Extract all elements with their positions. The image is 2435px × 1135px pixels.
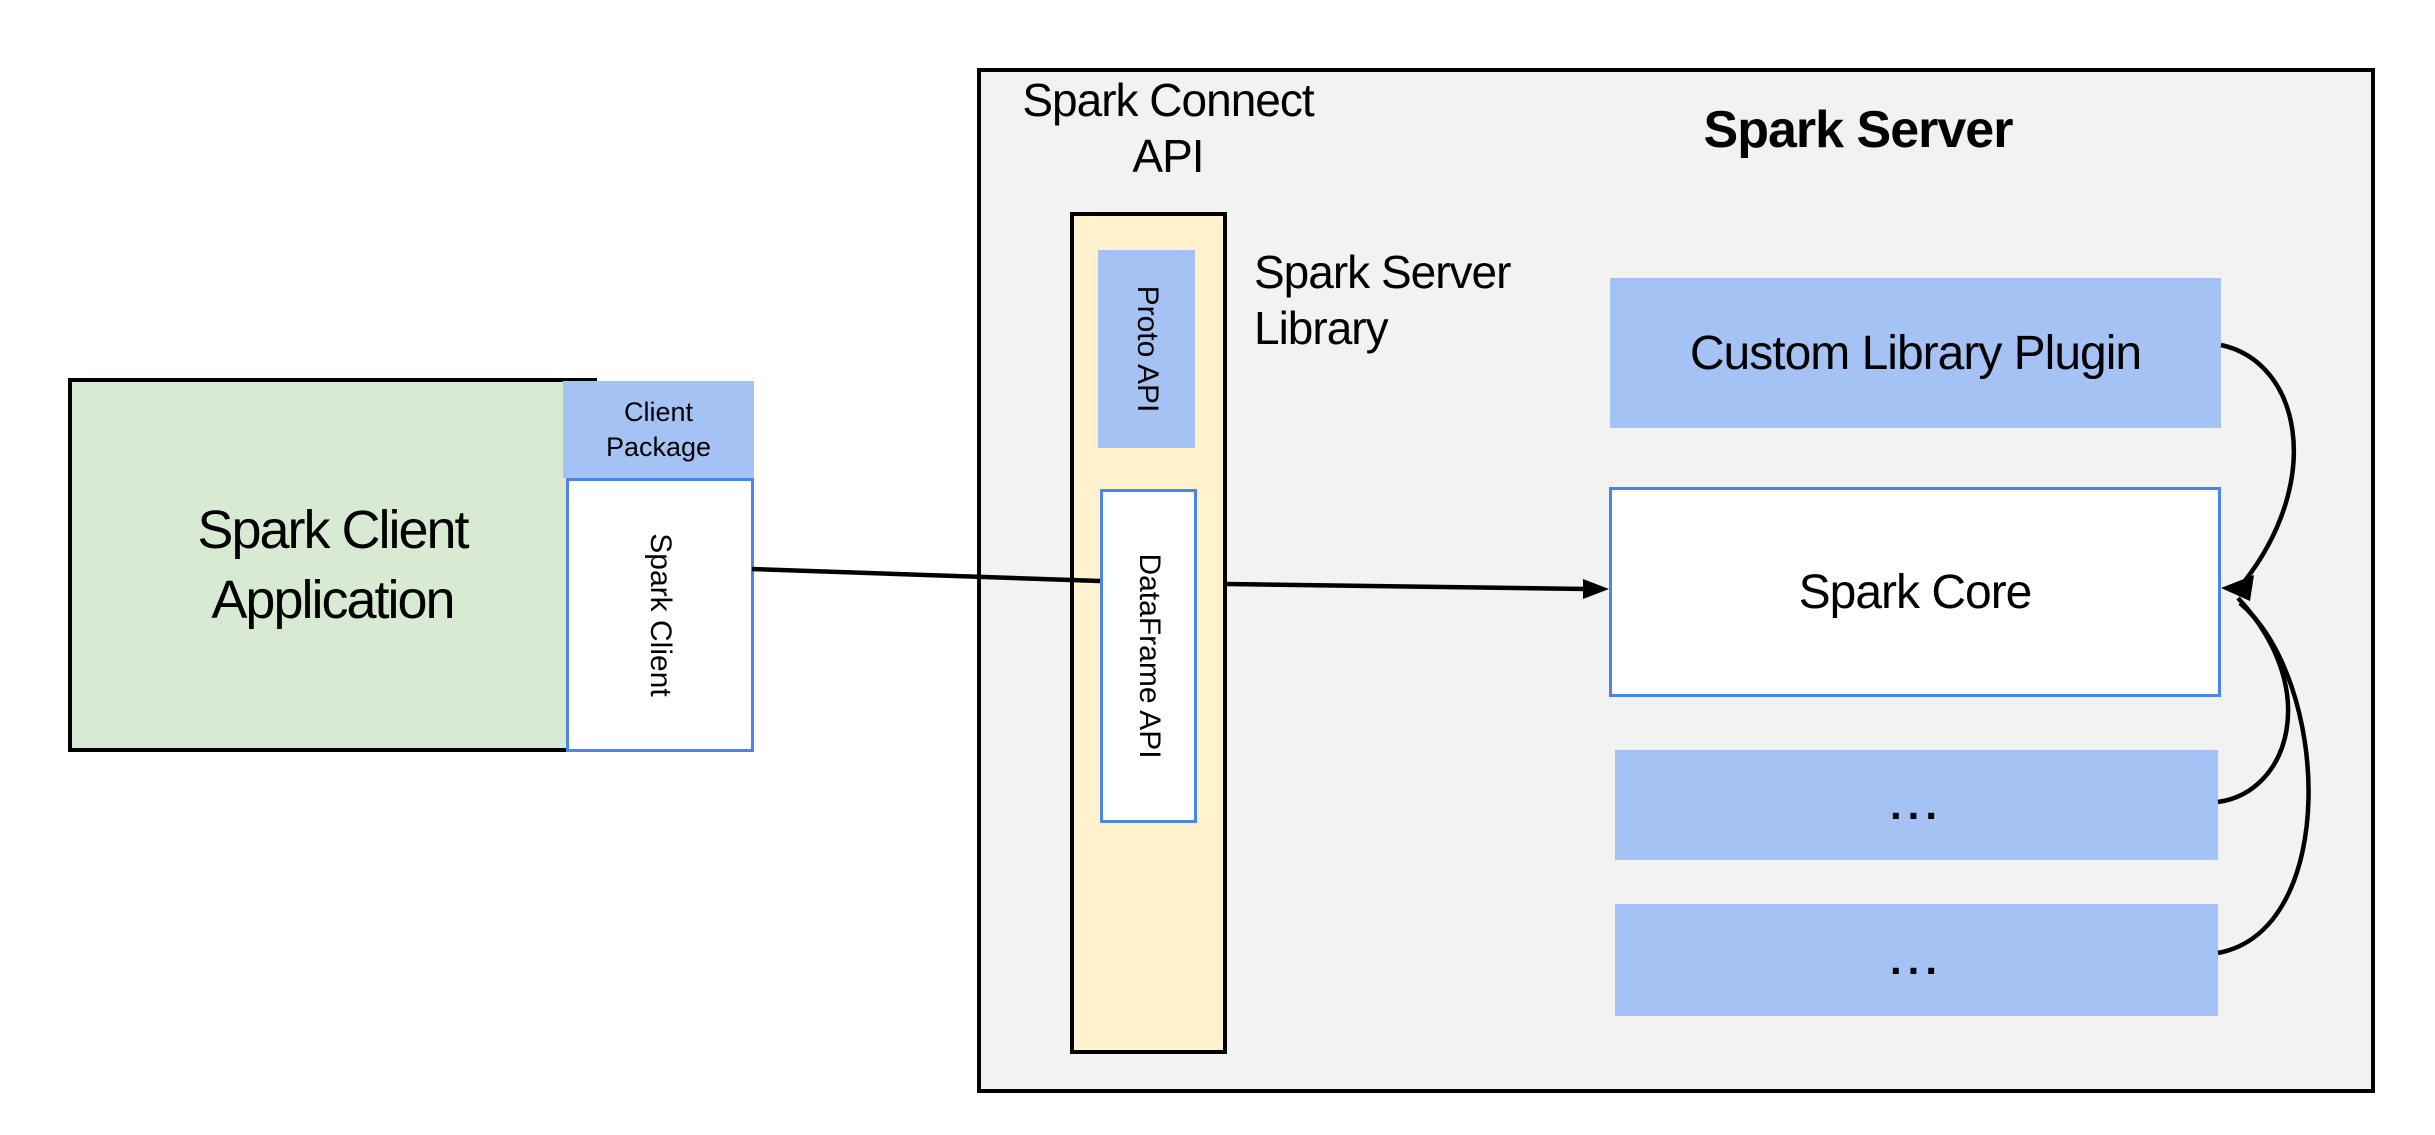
extension-box-2: ... <box>1615 904 2218 1016</box>
spark-server-library-label-line2: Library <box>1254 302 1389 354</box>
extension-box-2-label: ... <box>1889 936 1943 983</box>
spark-client-application-label: Spark Client Application <box>197 495 469 635</box>
extension-box-1-label: ... <box>1889 781 1943 828</box>
spark-client-application-box: Spark Client Application <box>68 378 597 752</box>
custom-library-plugin-label: Custom Library Plugin <box>1689 326 2142 380</box>
spark-client-label: Spark Client <box>644 533 677 697</box>
spark-connect-api-title-line2: API <box>1132 130 1204 182</box>
spark-server-library-label-line1: Spark Server <box>1254 246 1511 298</box>
spark-connect-api-title-line1: Spark Connect <box>1022 74 1314 126</box>
proto-api-label: Proto API <box>1131 285 1164 413</box>
spark-connect-api-title: Spark Connect API <box>988 72 1348 184</box>
spark-server-library-label: Spark Server Library <box>1254 244 1511 356</box>
spark-core-label: Spark Core <box>1798 565 2033 619</box>
spark-client-box <box>566 478 754 752</box>
extension-box-1: ... <box>1615 750 2218 860</box>
spark-client-application-label-line2: Application <box>211 570 455 630</box>
client-package-label-line2: Package <box>605 431 712 462</box>
client-package-box: Client Package <box>563 381 754 478</box>
dataframe-api-box <box>1100 489 1197 823</box>
client-package-label: Client Package <box>606 395 711 465</box>
custom-library-plugin-box: Custom Library Plugin <box>1610 278 2221 428</box>
client-package-label-line1: Client <box>623 396 693 427</box>
spark-server-title: Spark Server <box>1703 101 2014 159</box>
dataframe-api-label: DataFrame API <box>1133 553 1166 759</box>
spark-client-application-label-line1: Spark Client <box>197 500 469 560</box>
proto-api-box <box>1098 250 1195 448</box>
spark-core-box: Spark Core <box>1609 487 2221 697</box>
